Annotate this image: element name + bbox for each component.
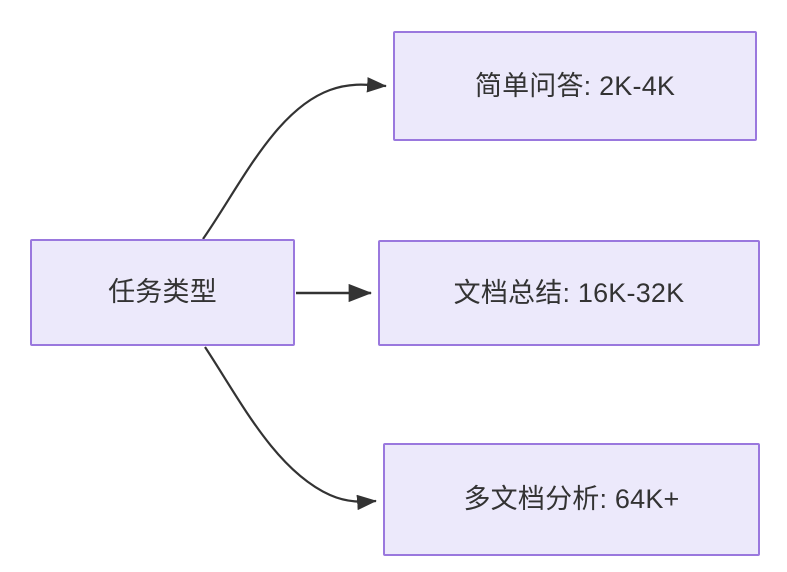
node-simple-qa-label: 简单问答: 2K-4K: [474, 70, 676, 101]
node-simple-qa[interactable]: 简单问答: 2K-4K: [393, 31, 757, 141]
node-task-type[interactable]: 任务类型: [30, 239, 295, 346]
edge-root-to-multi-doc: [204, 346, 377, 511]
node-multi-doc-label: 多文档分析: 64K+: [463, 484, 680, 515]
edge-root-to-simple-qa: [202, 77, 387, 240]
node-doc-summary-label: 文档总结: 16K-32K: [453, 277, 685, 308]
node-task-type-label: 任务类型: [108, 277, 217, 308]
node-multi-doc[interactable]: 多文档分析: 64K+: [383, 443, 760, 556]
node-doc-summary[interactable]: 文档总结: 16K-32K: [378, 240, 760, 346]
